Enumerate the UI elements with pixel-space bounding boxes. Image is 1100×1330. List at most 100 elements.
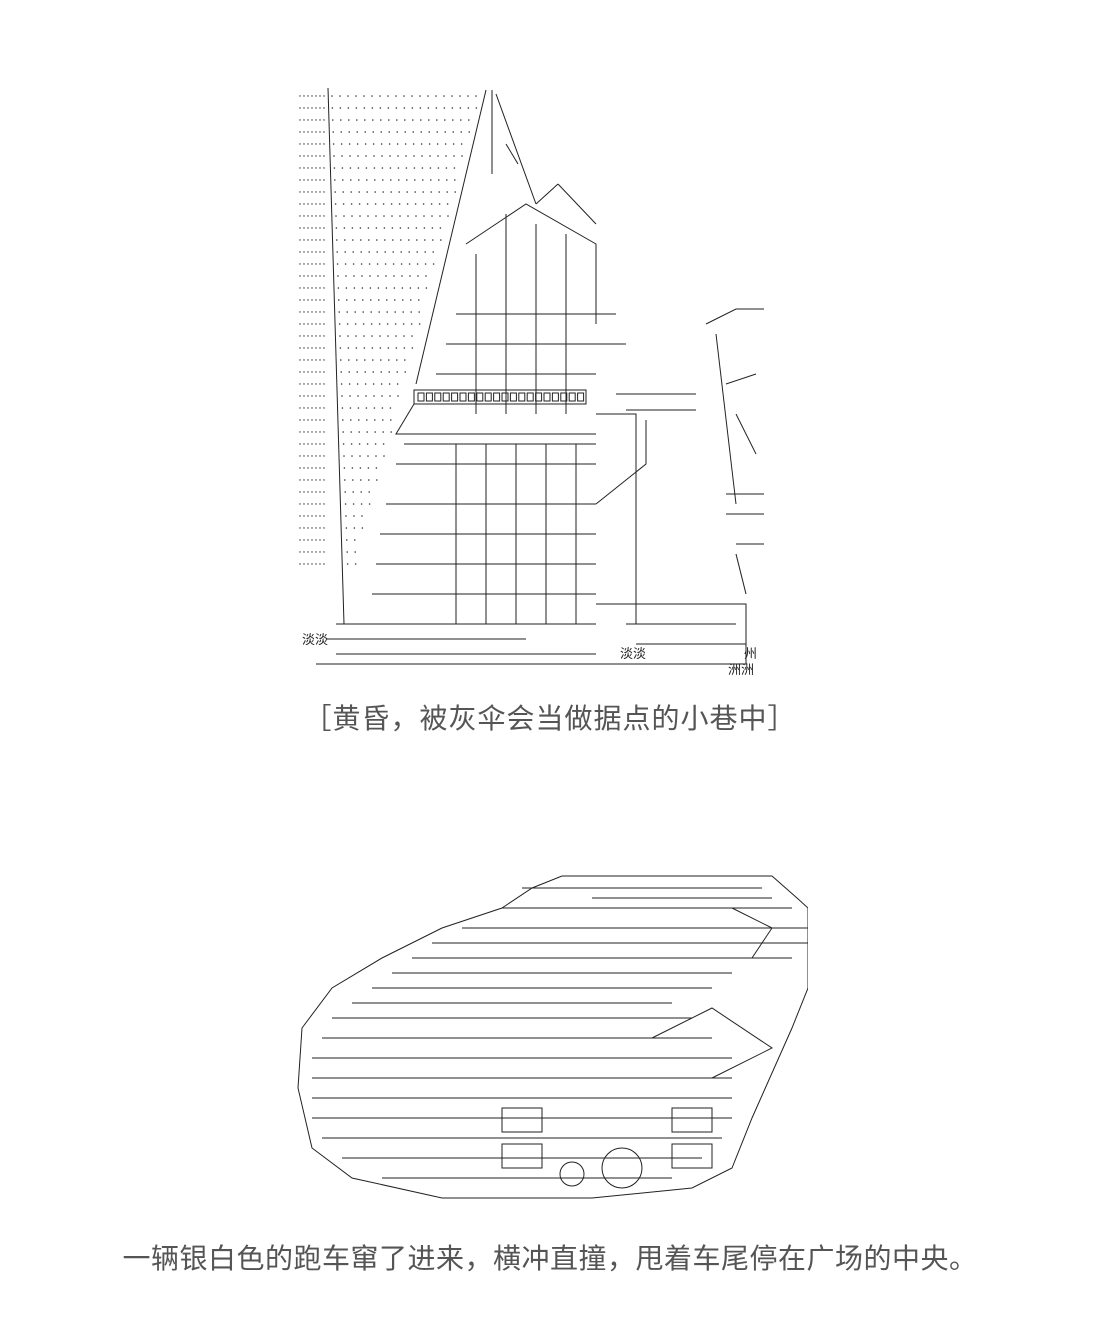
alley-dot <box>307 503 309 505</box>
alley-dot <box>348 131 350 133</box>
alley-dot <box>307 527 309 529</box>
alley-dot <box>396 119 398 121</box>
alley-dot <box>323 167 325 169</box>
alley-sign-left: 淡淡 <box>302 633 328 648</box>
alley-dot <box>319 383 321 385</box>
alley-dot <box>311 395 313 397</box>
alley-dot <box>319 503 321 505</box>
alley-dot <box>303 263 305 265</box>
ascii-art-alley-illustration: 淡淡 淡淡 州 洲洲 <box>296 84 764 684</box>
alley-drawing: 淡淡 淡淡 州 洲洲 <box>299 87 764 678</box>
alley-window <box>526 392 534 402</box>
alley-dot <box>335 215 337 217</box>
alley-dot <box>391 215 393 217</box>
alley-dot <box>350 419 352 421</box>
alley-dot <box>303 455 305 457</box>
alley-dot <box>359 227 362 229</box>
alley-dot <box>307 131 309 133</box>
alley-dot <box>431 227 434 229</box>
alley-dot <box>422 203 425 205</box>
alley-dot <box>307 395 309 397</box>
alley-dot <box>381 407 384 409</box>
alley-dot <box>371 107 374 109</box>
alley-dot <box>356 359 358 361</box>
alley-dot <box>468 119 470 121</box>
alley-dot <box>361 287 364 289</box>
alley-dot <box>360 239 362 241</box>
alley-dot <box>311 359 313 361</box>
alley-dot <box>392 251 394 253</box>
alley-dot <box>315 227 317 229</box>
alley-dot <box>335 227 338 229</box>
alley-dot <box>439 227 442 229</box>
alley-window <box>577 392 585 402</box>
alley-dot <box>444 119 446 121</box>
alley-dot <box>311 491 313 493</box>
alley-dot <box>299 191 301 193</box>
alley-dot <box>323 467 325 469</box>
alley-dot <box>366 419 368 421</box>
alley-dot <box>370 299 372 301</box>
alley-dot <box>346 539 348 541</box>
alley-dot <box>307 191 309 193</box>
alley-dot <box>323 551 325 553</box>
alley-dot <box>356 383 359 385</box>
alley-dot <box>339 335 341 337</box>
alley-dot <box>443 107 446 109</box>
alley-dot <box>402 299 404 301</box>
alley-dot <box>366 179 368 181</box>
alley-dot <box>412 131 414 133</box>
alley-dot <box>344 239 346 241</box>
alley-dot <box>334 191 336 193</box>
alley-dot <box>425 275 427 277</box>
alley-dot <box>366 431 368 433</box>
alley-dot <box>368 263 371 265</box>
alley-dot <box>307 323 309 325</box>
alley-dot <box>394 299 396 301</box>
alley-dot <box>367 455 369 457</box>
alley-dot <box>359 455 361 457</box>
alley-dot <box>323 359 325 361</box>
alley-dot <box>454 179 456 181</box>
alley-dot <box>392 239 394 241</box>
alley-dot <box>349 167 352 169</box>
alley-dot <box>369 275 371 277</box>
alley-dot <box>374 419 376 421</box>
alley-dot <box>395 107 398 109</box>
alley-dot <box>307 491 309 493</box>
alley-dot <box>307 383 309 385</box>
alley-dot <box>349 395 351 397</box>
alley-dot <box>411 347 414 349</box>
alley-dot <box>352 503 355 505</box>
alley-dot <box>364 359 366 361</box>
alley-dot <box>422 179 424 181</box>
ascii-art-car-illustration <box>292 868 808 1216</box>
alley-dot <box>387 335 389 337</box>
alley-dot <box>366 443 369 445</box>
alley-dot <box>315 179 317 181</box>
alley-dot <box>319 431 321 433</box>
alley-dot <box>418 311 420 313</box>
alley-dot <box>323 191 325 193</box>
alley-dot <box>444 143 447 145</box>
alley-dot <box>319 371 321 373</box>
alley-dot <box>299 311 301 313</box>
alley-dot <box>367 215 369 217</box>
alley-dot <box>303 191 305 193</box>
alley-dot <box>351 455 353 457</box>
alley-dot <box>323 383 325 385</box>
alley-dot <box>337 287 340 289</box>
alley-dot <box>374 431 376 433</box>
alley-dot <box>307 407 309 409</box>
alley-dot <box>354 551 356 553</box>
alley-dot <box>311 455 313 457</box>
alley-dot <box>338 323 341 325</box>
alley-dot <box>355 335 357 337</box>
alley-dot <box>315 263 317 265</box>
alley-dot <box>446 191 448 193</box>
alley-dot <box>307 359 309 361</box>
alley-dot <box>377 287 380 289</box>
alley-dot <box>346 551 348 553</box>
alley-dot <box>381 155 383 157</box>
alley-dot <box>437 155 439 157</box>
